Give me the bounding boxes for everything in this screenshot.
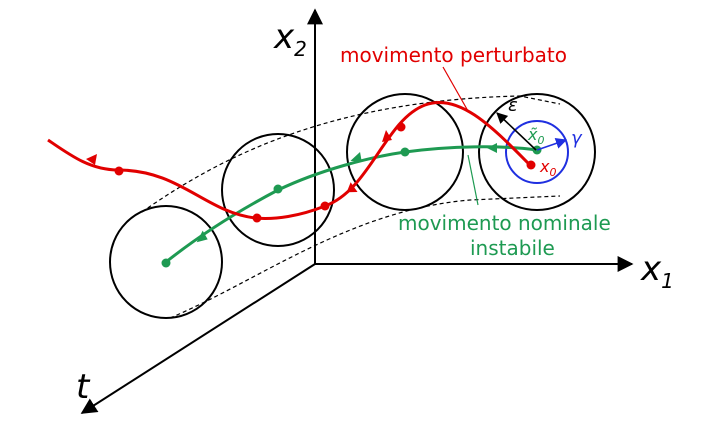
nominal-arrowhead-3 xyxy=(196,230,208,243)
perturbed-point-x0 xyxy=(526,160,536,170)
perturbed-arrowhead-1 xyxy=(382,130,392,142)
epsilon-label: ε xyxy=(508,95,518,116)
envelope-upper-dashed xyxy=(141,95,561,213)
nominal-leader-line xyxy=(467,154,479,206)
x2-axis-label: x2 xyxy=(273,17,307,61)
nominal-caption-line2: instabile xyxy=(470,236,555,260)
nominal-caption-line1: movimento nominale xyxy=(398,211,611,235)
perturbed-leader-line xyxy=(442,66,469,112)
nominal-point-4 xyxy=(161,258,171,268)
gamma-circle xyxy=(505,120,569,184)
perturbed-point-2 xyxy=(396,122,406,132)
perturbed-caption: movimento perturbato xyxy=(340,43,567,67)
perturbed-arrowhead-3 xyxy=(86,154,97,165)
perturbed-trajectory xyxy=(47,101,532,220)
nominal-trajectory xyxy=(165,145,538,264)
nominal-arrowhead-2 xyxy=(350,152,362,162)
perturbed-arrowhead-2 xyxy=(346,182,358,193)
tube-circle-1 xyxy=(109,205,223,319)
perturbed-point-3 xyxy=(320,201,330,211)
t-axis xyxy=(80,263,316,414)
nominal-arrowhead-1 xyxy=(487,143,497,153)
gamma-label: γ xyxy=(571,128,583,149)
nominal-point-2 xyxy=(400,147,410,157)
tube-circle-3 xyxy=(346,93,464,211)
nominal-point-3 xyxy=(273,184,283,194)
epsilon-arrow xyxy=(496,112,537,151)
perturbed-point-5 xyxy=(114,166,124,176)
tube-circle-2 xyxy=(221,133,335,247)
x0-tilde-label: x̃0 xyxy=(527,125,544,147)
x0-label: x0 xyxy=(539,157,556,179)
x1-axis-label: x1 xyxy=(640,249,674,293)
tube-circle-epsilon xyxy=(478,93,596,211)
gamma-arrow xyxy=(536,137,568,151)
t-axis-label: t xyxy=(76,367,91,407)
envelope-lower-dashed xyxy=(169,195,561,319)
perturbed-point-4 xyxy=(252,213,262,223)
